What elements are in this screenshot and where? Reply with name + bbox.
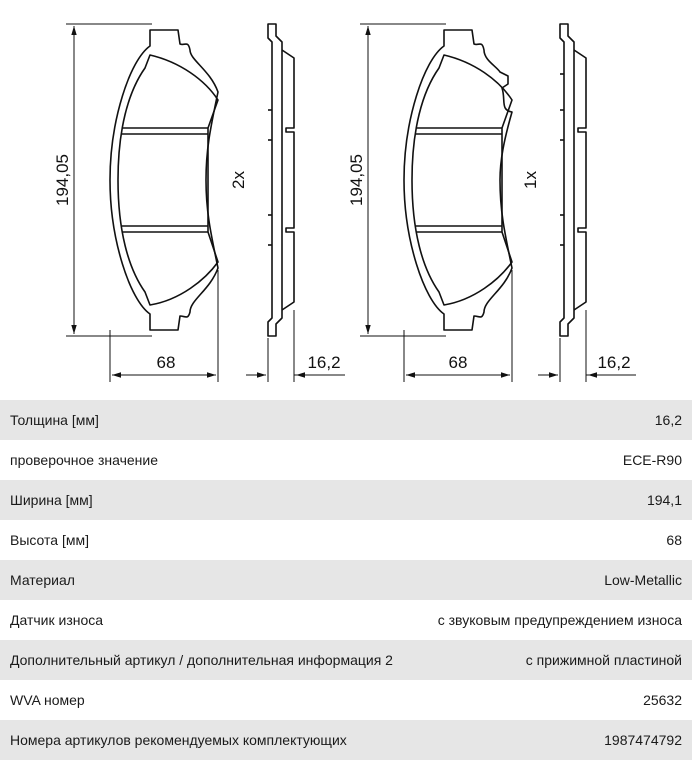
spec-value: 1987474792 xyxy=(604,732,682,748)
spec-row-thickness: Толщина [мм] 16,2 xyxy=(0,400,692,440)
spec-label: проверочное значение xyxy=(10,452,159,468)
spec-label: Дополнительный артикул / дополнительная … xyxy=(10,652,393,668)
spec-label: Номера артикулов рекомендуемых комплекту… xyxy=(10,732,347,748)
right-height-dimension xyxy=(360,23,446,337)
left-height-dimension xyxy=(66,23,152,337)
spec-label: Ширина [мм] xyxy=(10,492,93,508)
left-thickness-label: 16,2 xyxy=(307,353,340,372)
left-quantity-label: 2x xyxy=(229,171,248,189)
spec-value: ECE-R90 xyxy=(622,452,682,468)
left-width-dimension xyxy=(109,270,219,382)
spec-row-material: Материал Low-Metallic xyxy=(0,560,692,600)
left-pad-side-view xyxy=(267,23,295,337)
spec-label: Датчик износа xyxy=(10,612,104,628)
right-pad-front-view xyxy=(403,29,513,331)
spec-value: 68 xyxy=(666,532,682,548)
spec-row-recommended-parts: Номера артикулов рекомендуемых комплекту… xyxy=(0,720,692,760)
spec-value: с звуковым предупреждением износа xyxy=(437,612,682,628)
spec-row-additional-info: Дополнительный артикул / дополнительная … xyxy=(0,640,692,680)
technical-drawing: 194,05 68 16,2 2x 194,05 xyxy=(53,23,636,382)
spec-row-test-value: проверочное значение ECE-R90 xyxy=(0,440,692,480)
spec-value: 25632 xyxy=(643,692,682,708)
right-height-label: 194,05 xyxy=(347,154,366,206)
right-pad-side-view xyxy=(559,23,587,337)
spec-value: 16,2 xyxy=(654,412,682,428)
left-thickness-dimension xyxy=(246,310,345,382)
spec-row-wva-number: WVA номер 25632 xyxy=(0,680,692,720)
spec-label: Высота [мм] xyxy=(10,532,89,548)
drawing-svg: 194,05 68 16,2 2x 194,05 xyxy=(53,23,636,382)
spec-label: Толщина [мм] xyxy=(10,412,99,428)
spec-row-width: Ширина [мм] 194,1 xyxy=(0,480,692,520)
left-pad-front-view xyxy=(109,29,219,331)
left-height-label: 194,05 xyxy=(53,154,72,206)
right-thickness-label: 16,2 xyxy=(597,353,630,372)
spec-value: 194,1 xyxy=(646,492,682,508)
spec-value: с прижимной пластиной xyxy=(525,652,682,668)
spec-row-wear-sensor: Датчик износа с звуковым предупреждением… xyxy=(0,600,692,640)
left-width-label: 68 xyxy=(157,353,176,372)
right-quantity-label: 1x xyxy=(521,171,540,189)
right-width-dimension xyxy=(403,270,513,382)
spec-label: WVA номер xyxy=(10,692,85,708)
right-thickness-dimension xyxy=(538,310,636,382)
right-width-label: 68 xyxy=(449,353,468,372)
spec-label: Материал xyxy=(10,572,75,588)
spec-row-height: Высота [мм] 68 xyxy=(0,520,692,560)
specifications-table: Толщина [мм] 16,2 проверочное значение E… xyxy=(0,400,692,760)
spec-value: Low-Metallic xyxy=(604,572,682,588)
